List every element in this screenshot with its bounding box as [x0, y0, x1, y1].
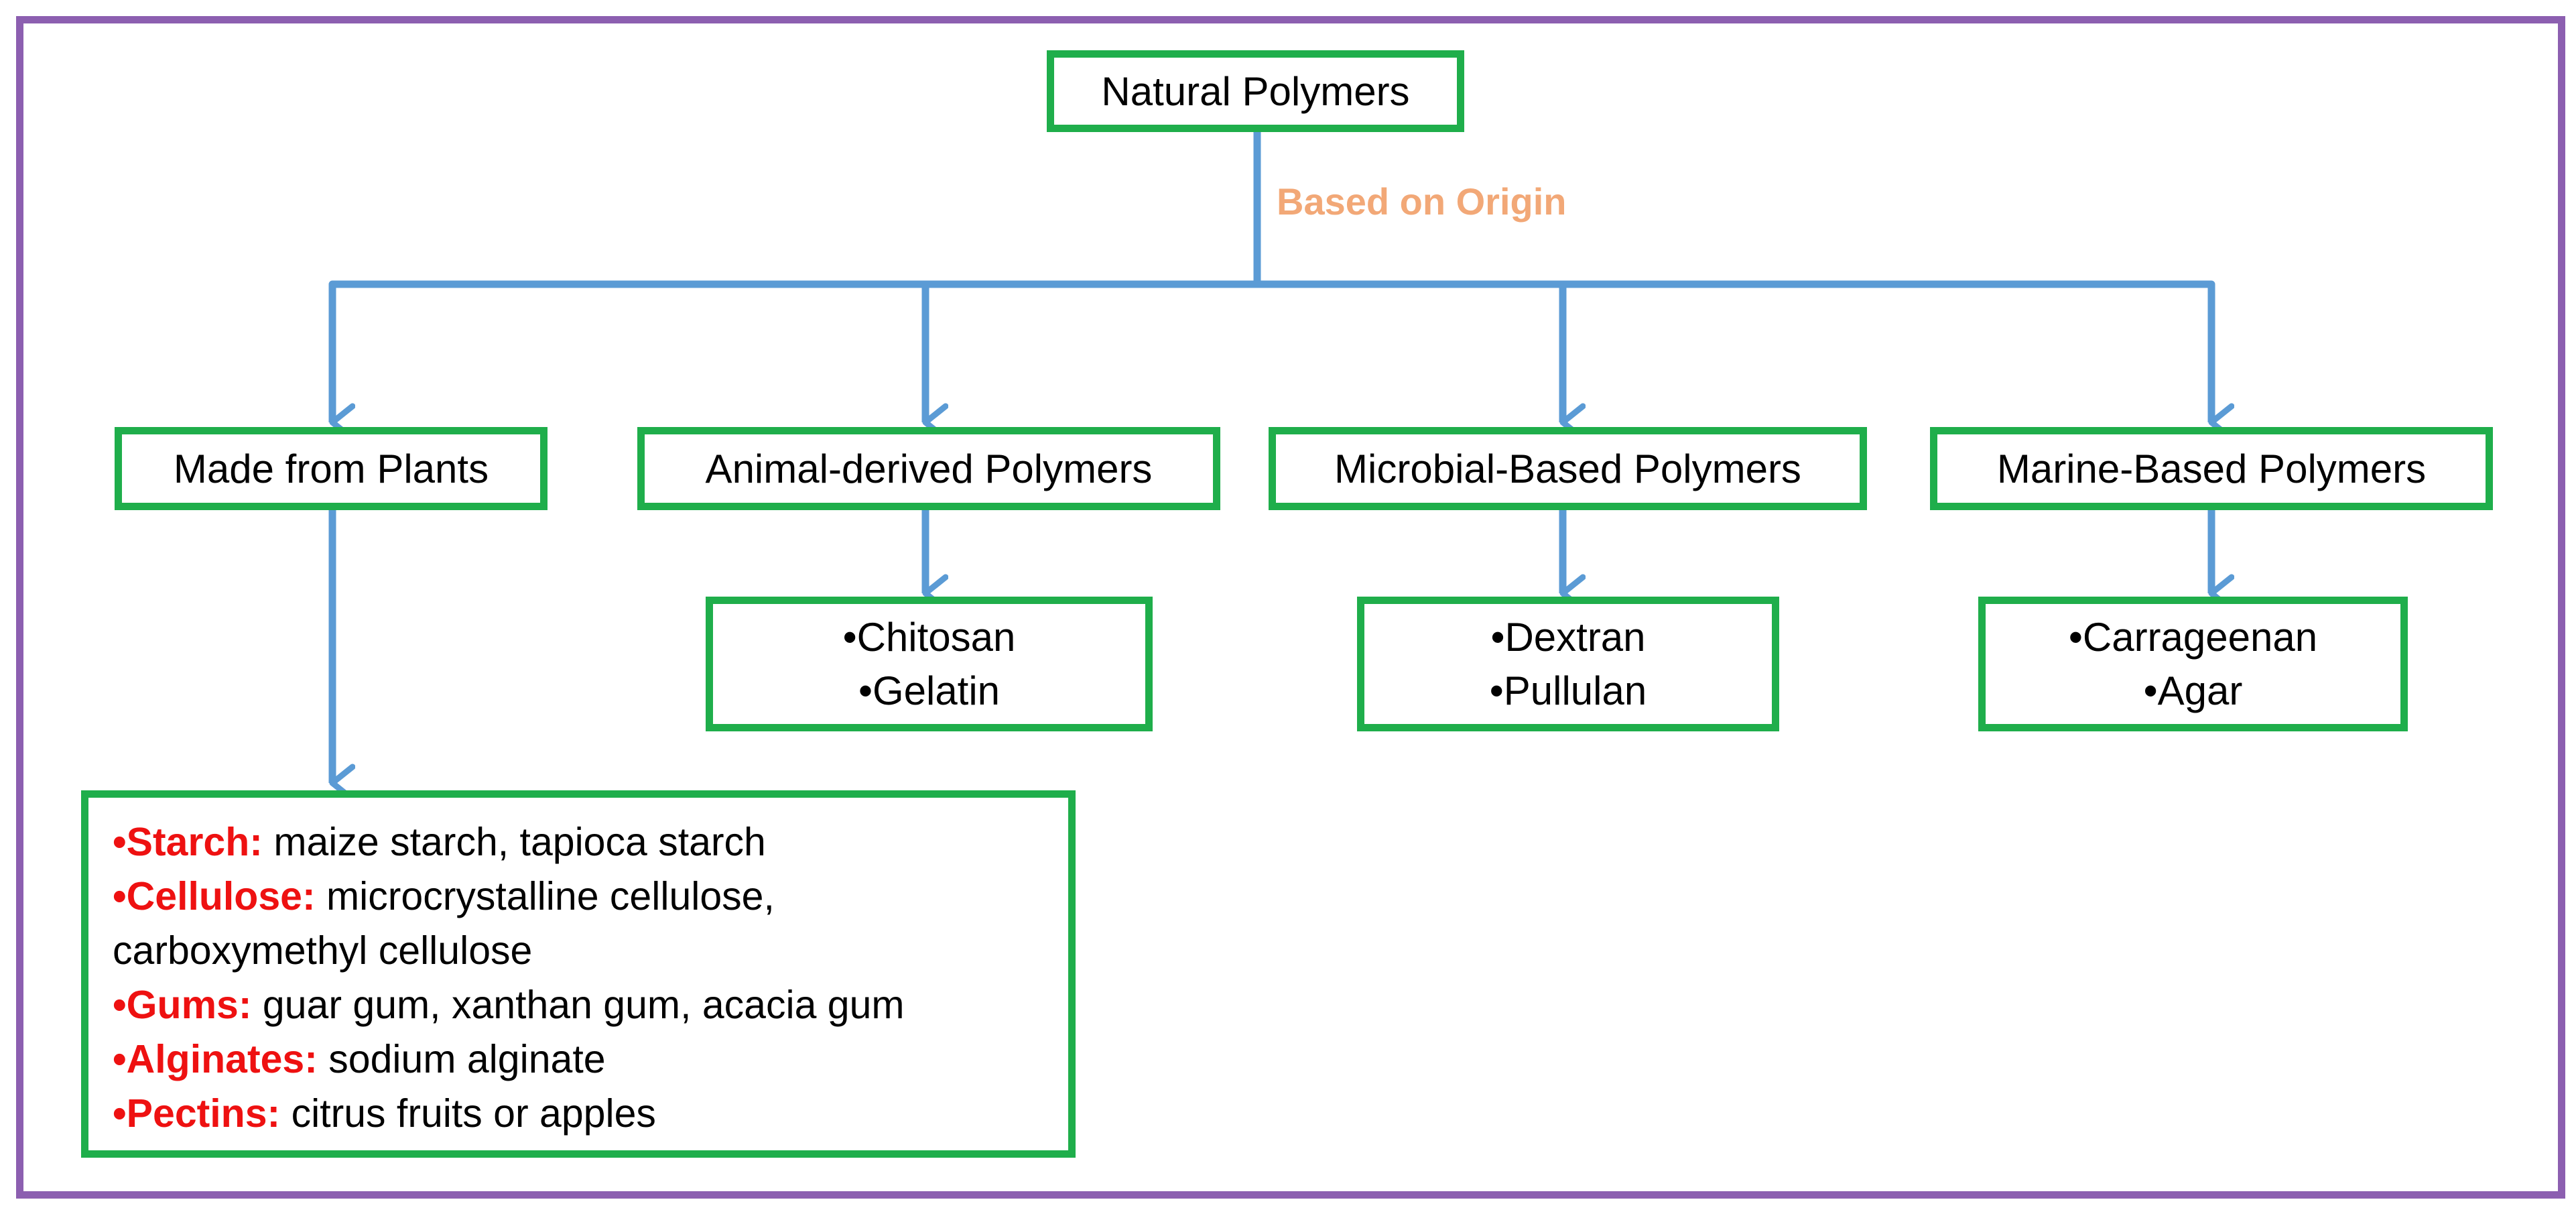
- root-node: Natural Polymers: [1047, 50, 1464, 132]
- marine-example: •Carrageenan: [2068, 614, 2318, 660]
- category-plants-label: Made from Plants: [173, 446, 489, 491]
- plant-source-row: •Alginates: sodium alginate: [113, 1032, 1068, 1087]
- plant-source-term: •Gums:: [113, 983, 252, 1027]
- category-microbial-label: Microbial-Based Polymers: [1334, 446, 1801, 491]
- origin-label: Based on Origin: [1277, 180, 1567, 223]
- plant-source-text: guar gum, xanthan gum, acacia gum: [251, 983, 905, 1027]
- plant-source-term: •Alginates:: [113, 1037, 318, 1081]
- plant-source-text: maize starch, tapioca starch: [262, 820, 766, 864]
- microbial-examples: •Dextran •Pullulan: [1357, 597, 1779, 731]
- category-plants: Made from Plants: [115, 427, 548, 510]
- category-microbial: Microbial-Based Polymers: [1269, 427, 1867, 510]
- microbial-example: •Dextran: [1490, 614, 1646, 660]
- category-animal: Animal-derived Polymers: [637, 427, 1220, 510]
- plant-source-text: sodium alginate: [317, 1037, 606, 1081]
- microbial-example: •Pullulan: [1489, 668, 1647, 713]
- animal-example: •Chitosan: [842, 614, 1016, 660]
- plant-source-text: citrus fruits or apples: [280, 1091, 656, 1136]
- plant-source-term: •Starch:: [113, 820, 263, 864]
- plant-source-row: •Starch: maize starch, tapioca starch: [113, 815, 1068, 869]
- animal-example: •Gelatin: [858, 668, 1001, 713]
- plant-sources-box: •Starch: maize starch, tapioca starch •C…: [81, 790, 1076, 1158]
- plant-source-term: •Pectins:: [113, 1091, 281, 1136]
- plant-source-text: carboxymethyl cellulose: [113, 928, 533, 973]
- marine-example: •Agar: [2143, 668, 2243, 713]
- animal-examples: •Chitosan •Gelatin: [706, 597, 1153, 731]
- plant-source-text: microcrystalline cellulose,: [315, 874, 775, 918]
- marine-examples: •Carrageenan •Agar: [1978, 597, 2408, 731]
- category-marine-label: Marine-Based Polymers: [1996, 446, 2427, 491]
- plant-source-row: •Pectins: citrus fruits or apples: [113, 1087, 1068, 1141]
- plant-source-row: •Cellulose: microcrystalline cellulose,: [113, 869, 1068, 924]
- root-label: Natural Polymers: [1101, 68, 1410, 114]
- category-marine: Marine-Based Polymers: [1930, 427, 2493, 510]
- plant-source-term: •Cellulose:: [113, 874, 316, 918]
- plant-source-row: •Gums: guar gum, xanthan gum, acacia gum: [113, 978, 1068, 1032]
- category-animal-label: Animal-derived Polymers: [705, 446, 1153, 491]
- plant-source-row: carboxymethyl cellulose: [113, 924, 1068, 978]
